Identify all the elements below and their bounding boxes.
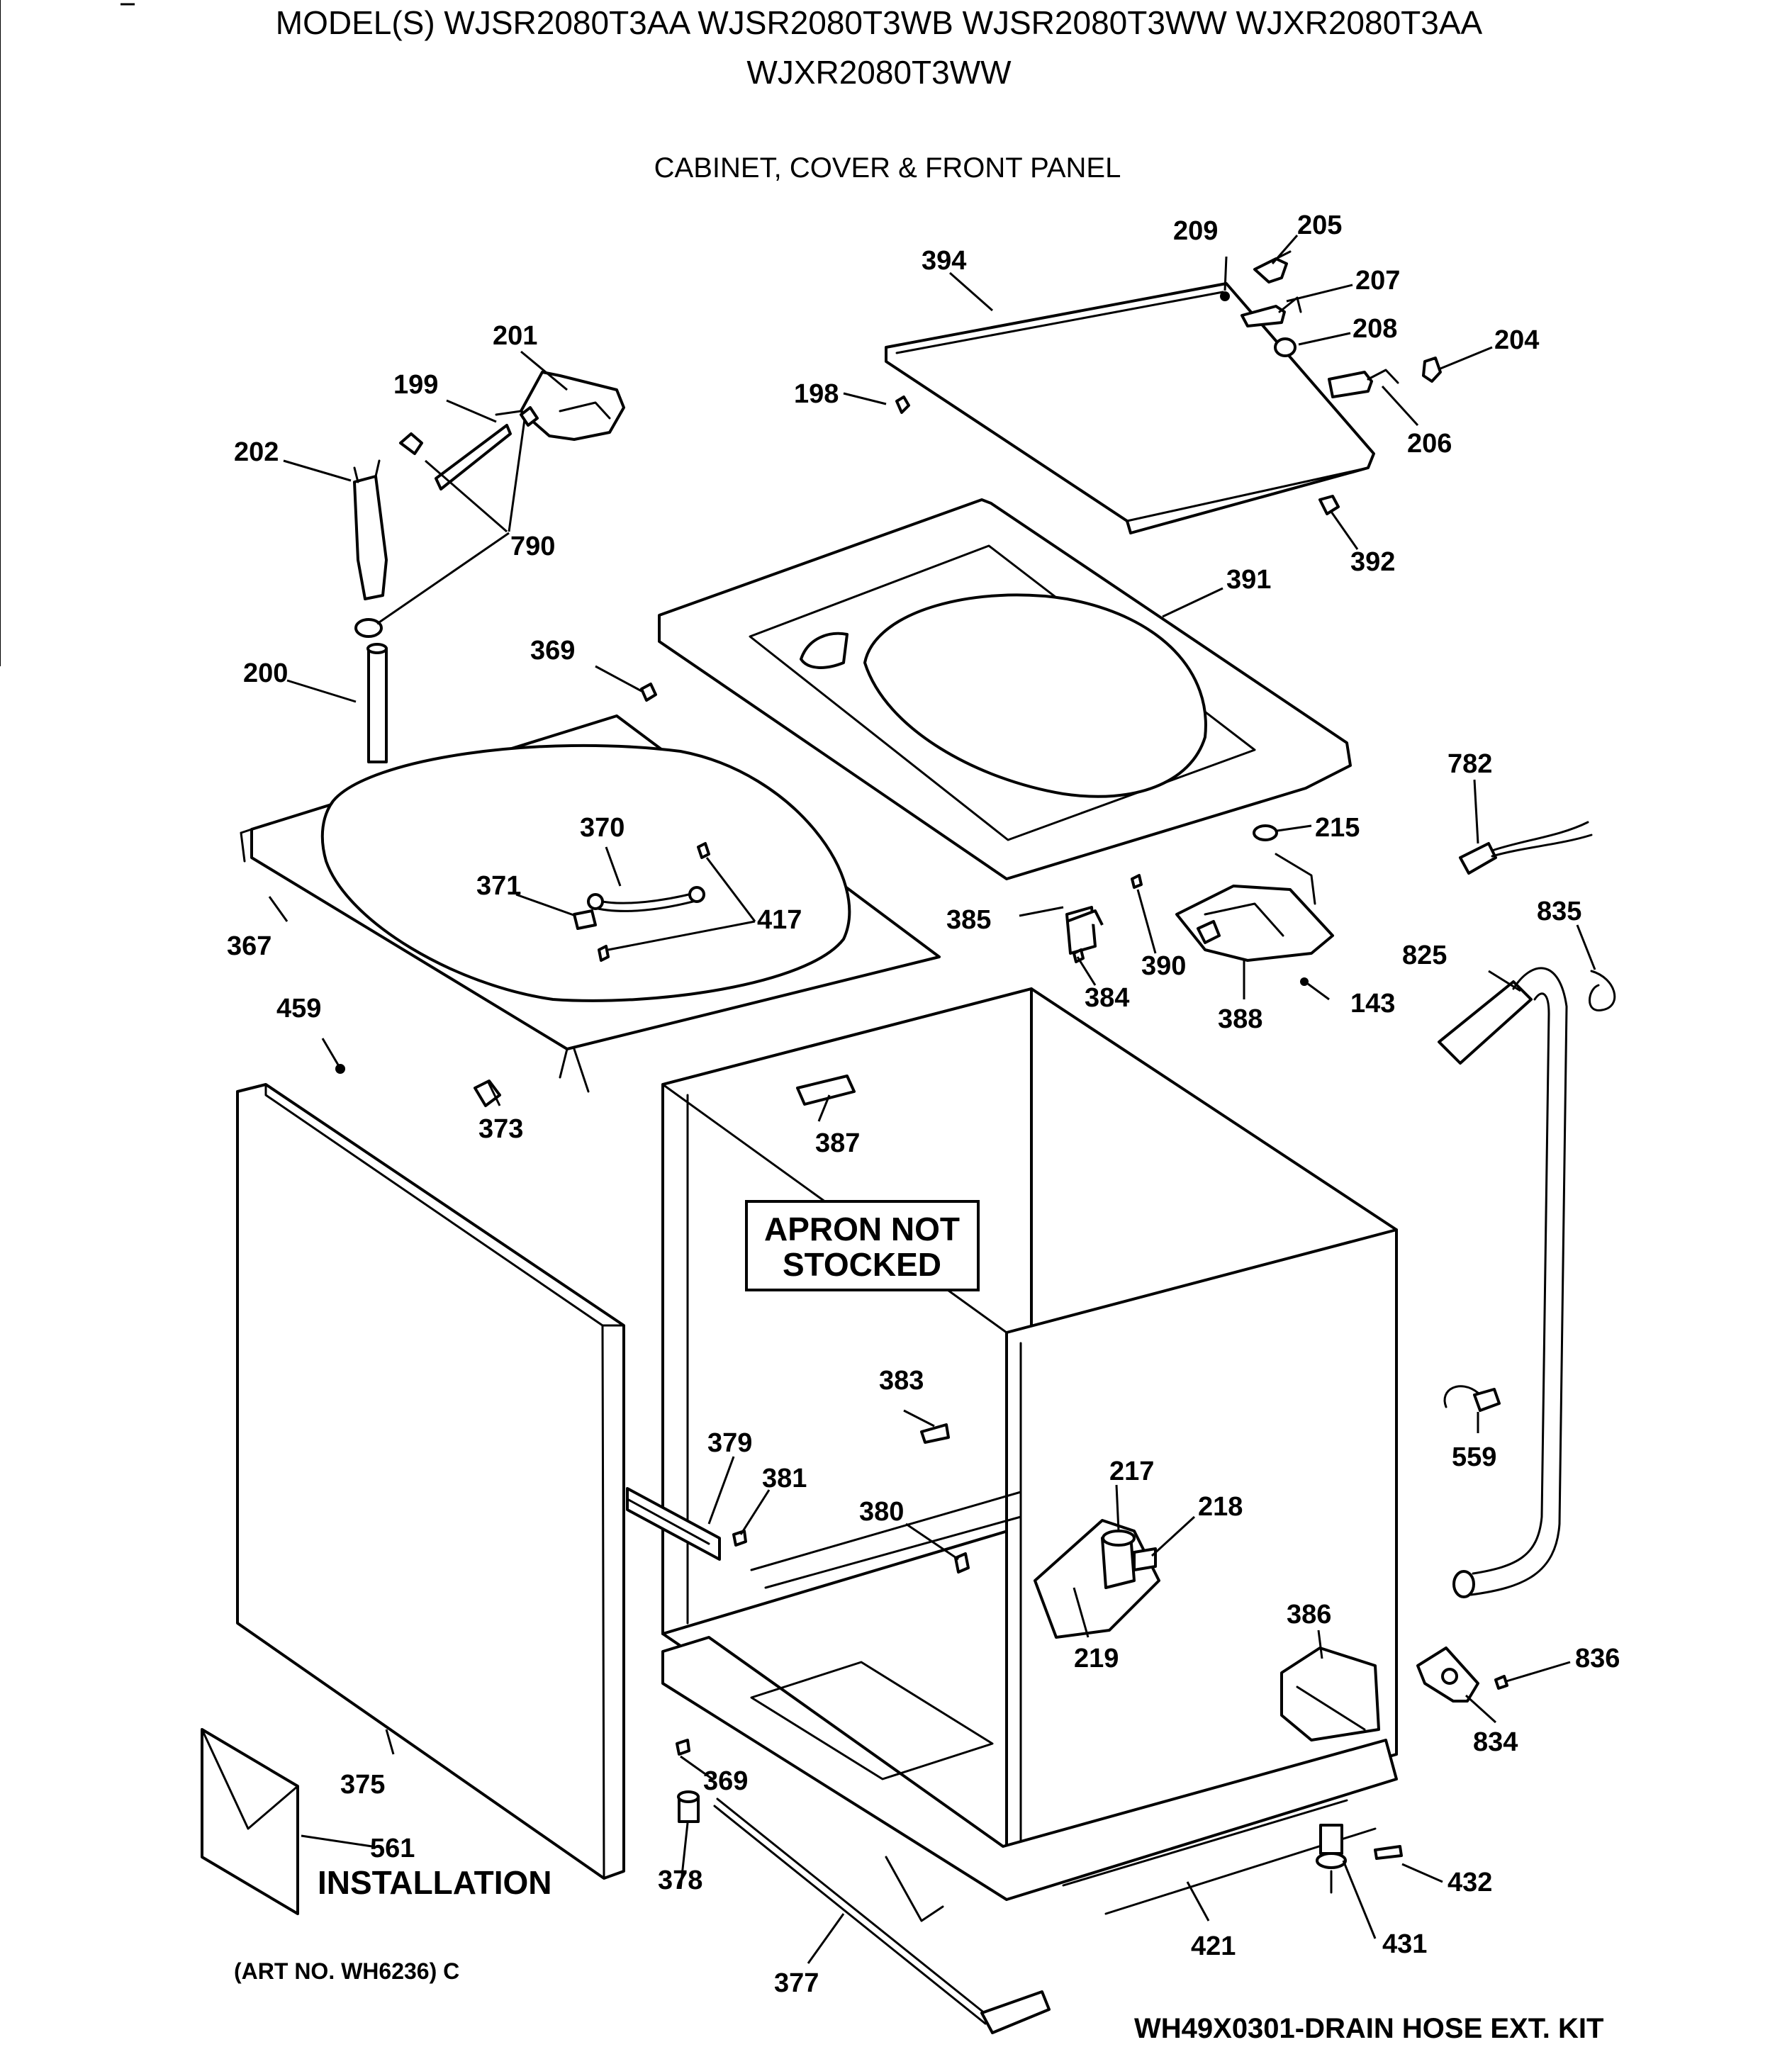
apron-note-line-1: APRON NOT — [764, 1211, 960, 1247]
front-rail — [626, 1487, 721, 1561]
base-frame — [240, 714, 941, 1093]
leveling-leg — [1316, 1824, 1403, 1894]
label-417: 417 — [757, 905, 802, 935]
label-369-top: 369 — [530, 636, 575, 666]
label-432: 432 — [1447, 1868, 1492, 1897]
side-panel — [236, 1083, 625, 1880]
label-385: 385 — [946, 905, 991, 935]
label-790: 790 — [510, 532, 555, 561]
label-386: 386 — [1287, 1600, 1331, 1630]
label-219: 219 — [1074, 1644, 1119, 1673]
label-431: 431 — [1382, 1929, 1427, 1959]
leader-lines — [268, 235, 1596, 1964]
label-835: 835 — [1537, 897, 1581, 926]
label-459: 459 — [276, 994, 321, 1023]
rear-bracket — [1280, 1647, 1380, 1742]
base-pan — [661, 1636, 1398, 1922]
models-line-2: WJXR2080T3WW — [746, 54, 1012, 91]
label-371: 371 — [476, 871, 521, 901]
lid-switch-assembly — [1034, 1519, 1160, 1639]
label-834: 834 — [1473, 1727, 1518, 1757]
installation-label: INSTALLATION — [318, 1864, 551, 1901]
apron-note-line-2: STOCKED — [783, 1246, 941, 1283]
cabinet-fasteners — [676, 874, 1143, 1756]
main-top-cover — [658, 498, 1352, 880]
top-lid — [885, 282, 1375, 534]
label-198: 198 — [794, 379, 839, 409]
label-208: 208 — [1353, 314, 1397, 344]
label-825: 825 — [1402, 941, 1447, 970]
drain-hose — [1438, 967, 1616, 1598]
label-373: 373 — [478, 1114, 523, 1144]
art-number: (ART NO. WH6236) C — [234, 1958, 459, 1984]
label-383: 383 — [879, 1366, 924, 1396]
label-200: 200 — [243, 658, 288, 688]
label-204: 204 — [1494, 325, 1539, 355]
drain-hose-kit-note: WH49X0301-DRAIN HOSE EXT. KIT — [1134, 2013, 1603, 2044]
label-375: 375 — [340, 1770, 385, 1800]
models-line-1: MODEL(S) WJSR2080T3AA WJSR2080T3WB WJSR2… — [276, 4, 1483, 41]
lid-hinge-parts — [895, 250, 1442, 515]
label-143: 143 — [1350, 989, 1395, 1019]
label-387: 387 — [815, 1128, 860, 1158]
label-377: 377 — [774, 1968, 819, 1998]
label-201: 201 — [493, 321, 537, 351]
label-379: 379 — [707, 1428, 752, 1458]
control-bracket — [1175, 824, 1334, 986]
label-378: 378 — [658, 1866, 702, 1895]
label-559: 559 — [1452, 1442, 1496, 1472]
label-217: 217 — [1109, 1457, 1154, 1486]
label-215: 215 — [1315, 813, 1360, 843]
installation-envelope — [201, 1728, 299, 1915]
label-391: 391 — [1226, 565, 1271, 595]
label-218: 218 — [1198, 1492, 1243, 1522]
label-209: 209 — [1173, 216, 1218, 246]
label-384: 384 — [1085, 983, 1129, 1013]
section-title: CABINET, COVER & FRONT PANEL — [654, 152, 1121, 184]
label-207: 207 — [1355, 266, 1400, 296]
label-380: 380 — [859, 1497, 904, 1527]
label-836: 836 — [1575, 1644, 1620, 1673]
part-labels: 394 198 209 205 207 208 204 206 392 391 … — [227, 211, 1620, 1998]
strap-parts — [335, 683, 710, 1107]
label-367: 367 — [227, 931, 271, 961]
apron-note-box — [745, 1200, 980, 1291]
label-392: 392 — [1350, 547, 1395, 577]
label-205: 205 — [1297, 211, 1342, 240]
label-388: 388 — [1218, 1004, 1262, 1034]
suspension-parts — [353, 371, 625, 763]
label-370: 370 — [580, 813, 625, 843]
leveling-bracket — [1416, 1647, 1508, 1703]
label-561: 561 — [370, 1834, 415, 1863]
wire-harness — [1443, 1385, 1501, 1412]
label-381: 381 — [762, 1464, 807, 1493]
front-leg — [677, 1790, 1051, 2034]
label-369-bottom: 369 — [703, 1766, 748, 1796]
label-782: 782 — [1447, 749, 1492, 779]
label-394: 394 — [922, 246, 966, 276]
label-202: 202 — [234, 437, 279, 467]
label-199: 199 — [393, 370, 438, 400]
label-206: 206 — [1407, 429, 1452, 459]
wire-connector — [1459, 821, 1593, 875]
label-421: 421 — [1191, 1931, 1236, 1961]
label-390: 390 — [1141, 951, 1186, 981]
